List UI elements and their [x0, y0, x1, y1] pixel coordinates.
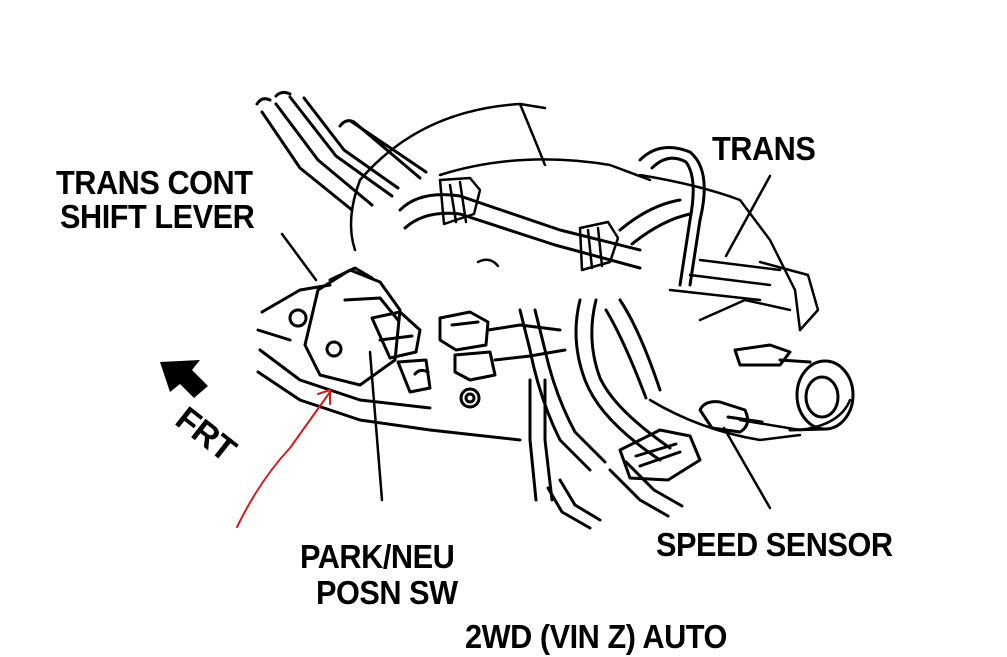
label-park-neu: PARK/NEU [300, 538, 455, 575]
hose-bundle [398, 146, 706, 530]
label-trans: TRANS [712, 130, 816, 167]
leader-speed-sensor [722, 426, 772, 510]
leader-shift-lever [280, 232, 318, 282]
leader-trans [724, 174, 772, 258]
red-annotation-arrowhead [317, 389, 331, 405]
label-trans-cont: TRANS CONT [56, 164, 253, 201]
output-housing [698, 343, 855, 434]
upper-cable-bundle [255, 90, 428, 212]
leader-park-neu [368, 350, 384, 502]
diagram-caption: 2WD (VIN Z) AUTO [465, 618, 727, 655]
label-speed-sensor: SPEED SENSOR [656, 526, 893, 563]
hose-clamps [438, 176, 620, 272]
label-posn-sw: POSN SW [316, 574, 458, 611]
switch-connectors [370, 310, 567, 409]
speed-sensor-connector [618, 428, 702, 482]
leader-lines [280, 174, 772, 510]
red-annotation-arrow [236, 391, 331, 528]
front-arrow-icon [160, 360, 208, 398]
label-shift-lever: SHIFT LEVER [60, 198, 255, 235]
